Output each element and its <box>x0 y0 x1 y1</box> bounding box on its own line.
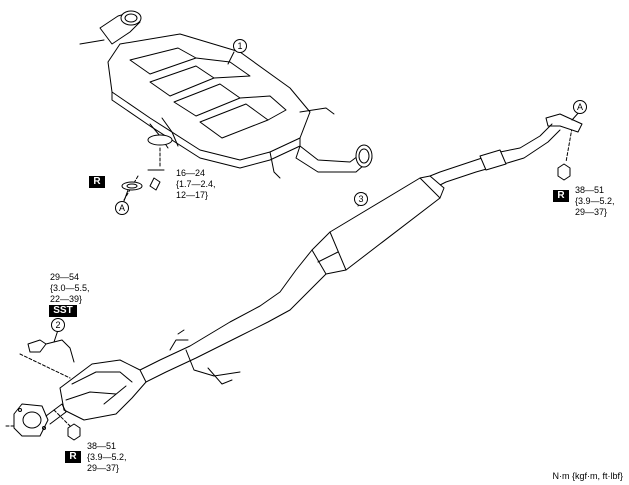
torque-muffler-bolt-3: 12—17} <box>176 190 209 200</box>
torque-front-nut-1: 38—51 <box>87 441 117 451</box>
torque-sensor-1: 29—54 <box>50 272 80 282</box>
callout-middle-pipe: 3 <box>354 192 368 206</box>
front-pipe <box>13 359 147 441</box>
torque-front-nut-2: {3.9—5.2, <box>87 452 127 462</box>
torque-muffler-bolt-1: 16—24 <box>176 168 206 178</box>
torque-flange-nut-1: 38—51 <box>575 185 605 195</box>
torque-flange-nut-2: {3.9—5.2, <box>575 196 615 206</box>
callout-muffler: 1 <box>233 39 247 53</box>
torque-muffler-bolt-2: {1.7—2.4, <box>176 179 216 189</box>
callout-joint-a-left: A <box>115 201 129 215</box>
callout-joint-a-top: A <box>573 100 587 114</box>
sst-badge: SST <box>49 305 77 317</box>
callout-oxygen-sensor: 2 <box>51 318 65 332</box>
replace-badge-flange: R <box>553 190 569 202</box>
replace-badge-front: R <box>65 451 81 463</box>
torque-sensor-3: 22—39} <box>50 294 83 304</box>
main-muffler <box>79 10 373 179</box>
replace-badge-muffler: R <box>89 176 105 188</box>
units-note: N·m {kgf·m, ft·lbf} <box>552 471 623 481</box>
torque-flange-nut-3: 29—37} <box>575 207 608 217</box>
torque-sensor-2: {3.0—5.5, <box>50 283 90 293</box>
torque-front-nut-3: 29—37} <box>87 463 120 473</box>
oxygen-sensor <box>27 339 75 363</box>
middle-pipe <box>139 113 583 385</box>
